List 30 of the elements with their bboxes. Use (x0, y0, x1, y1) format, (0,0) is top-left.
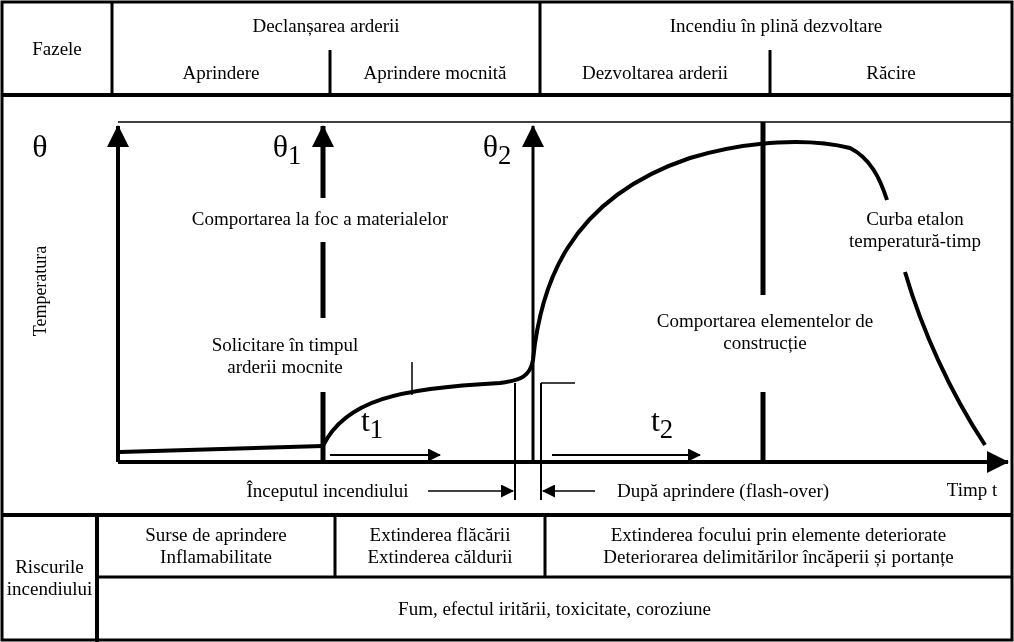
axis-title: Timp t (945, 479, 999, 501)
marker-line (540, 383, 542, 500)
phase-name: Aprindere (182, 61, 260, 84)
risk-heading: Riscurile incendiului (5, 555, 94, 600)
phase-name: Declanșarea arderii (252, 15, 400, 37)
risk-text: Fum, efectul iritării, toxicitate, coroziune (398, 597, 711, 620)
phase-name: Dezvoltarea arderii (581, 61, 729, 84)
axis-symbol: t$_{2}$ (649, 402, 675, 447)
axis-title: Temperatura (29, 244, 51, 339)
risk-text: Surse de aprindere (145, 524, 287, 546)
annotation: Curba etalon temperatură-timp (848, 208, 982, 252)
axis-symbol: θ$_{2}$ (481, 128, 513, 173)
phase-name: Incendiu în plină dezvoltare (669, 15, 883, 37)
marker-line (514, 383, 516, 500)
arrow (542, 484, 596, 498)
time-label: Începutul incendiului (246, 480, 409, 502)
phase-name: Aprindere mocnită (363, 61, 507, 84)
annotation: Comportarea elementelor de construcție (655, 310, 875, 354)
phase-heading: Fazele (32, 37, 82, 60)
axis-symbol: θ$_{1}$ (271, 128, 303, 173)
axis-symbol: t$_{1}$ (359, 402, 385, 447)
risk-text: Deteriorarea delimitărilor încăperii și portanțe (603, 546, 954, 568)
risk-text: Extinderea focului prin elemente deteriorate (610, 524, 947, 546)
risk-text: Extinderea flăcării (369, 524, 511, 546)
time-label: După aprindere (flash-over) (616, 480, 830, 502)
risk-text: Extinderea căldurii (367, 546, 513, 568)
risk-text: Inflamabilitate (160, 546, 272, 568)
axis-symbol: θ (31, 128, 49, 164)
phase-name: Răcire (866, 61, 916, 84)
arrow (427, 484, 514, 498)
